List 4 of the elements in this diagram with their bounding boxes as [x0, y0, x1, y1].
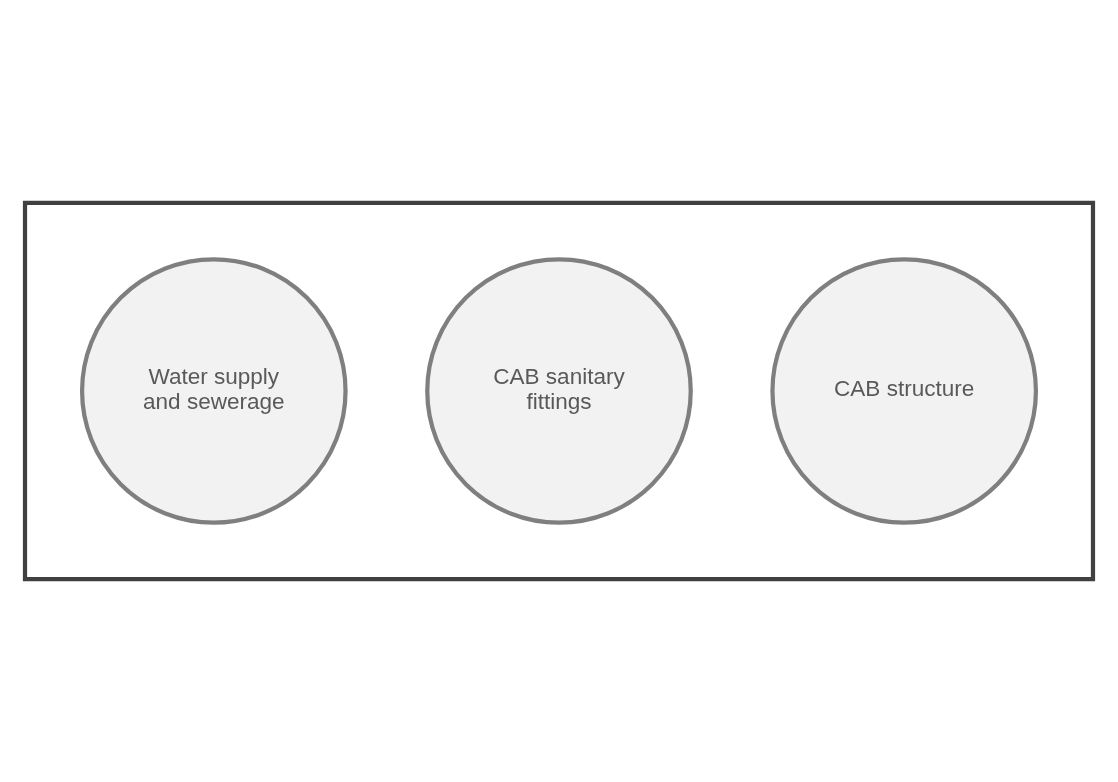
- node-circle: CAB sanitary fittings: [425, 257, 693, 525]
- node-circle: CAB structure: [770, 257, 1039, 525]
- node-circle: Water supply and sewerage: [79, 257, 348, 525]
- cluster: [22, 200, 1096, 582]
